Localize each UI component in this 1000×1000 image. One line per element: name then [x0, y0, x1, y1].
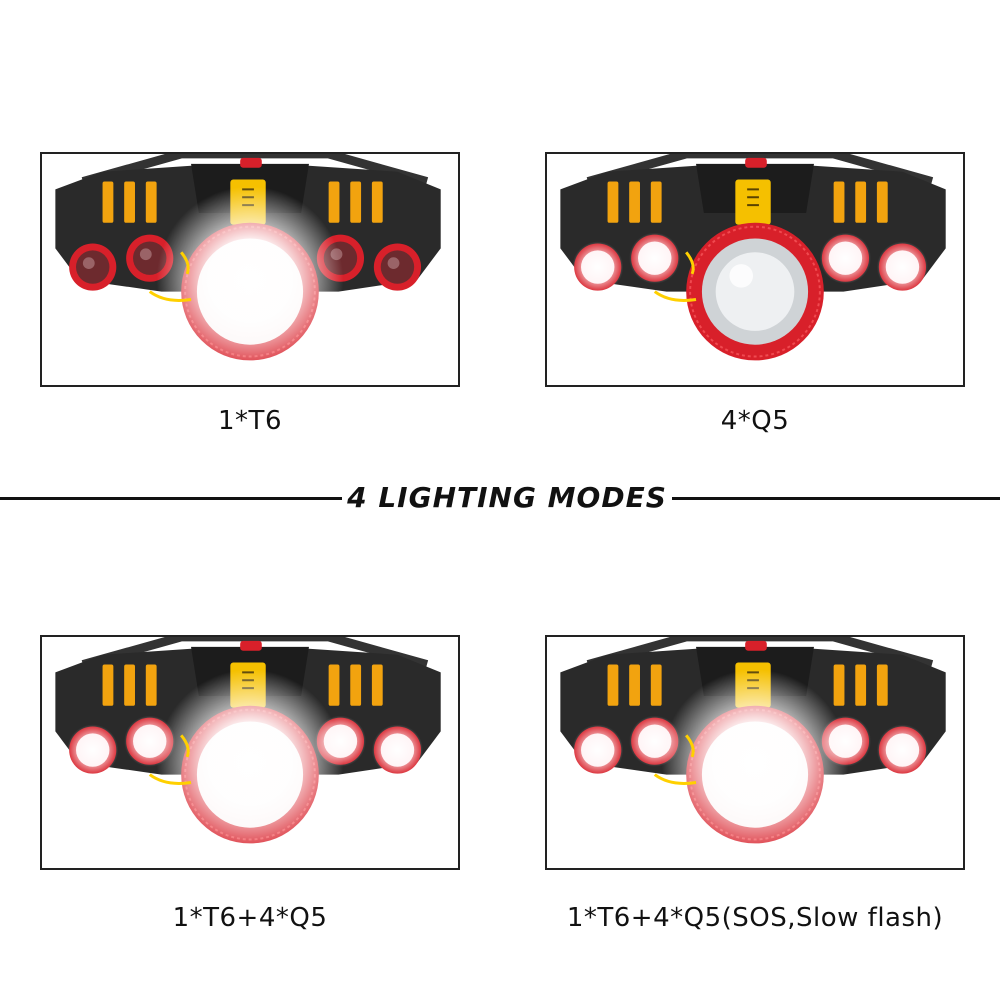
mode-caption-q5: 4*Q5 [720, 406, 790, 436]
rotate-arrow-icon [180, 734, 190, 758]
stripe-4 [328, 181, 340, 223]
stripe-6 [876, 664, 888, 706]
t6-main-lens [686, 222, 824, 361]
t6-main-lens [156, 669, 344, 857]
q5-led-3 [819, 232, 871, 284]
headlamp-illustration [560, 154, 946, 361]
divider-left [0, 497, 342, 500]
q5-led-1 [572, 724, 624, 776]
power-button [240, 640, 262, 651]
q5-led-2 [629, 232, 681, 284]
mode-caption-t6-q5: 1*T6+4*Q5 [172, 903, 328, 933]
t6-main-lens [156, 186, 344, 374]
head-strap [586, 637, 934, 669]
stripe-1 [102, 181, 114, 223]
q5-led-4 [373, 243, 422, 291]
stripe-2 [629, 181, 640, 223]
stripe-5 [855, 664, 867, 706]
headlamp-illustration [55, 637, 441, 857]
stripe-1 [607, 664, 619, 706]
stripe-2 [629, 664, 640, 706]
stripe-1 [607, 181, 619, 223]
stripe-3 [650, 664, 662, 706]
q5-led-2 [124, 715, 176, 767]
stripe-4 [833, 664, 845, 706]
q5-led-4 [876, 241, 929, 293]
mode-photo-t6-q5 [40, 635, 460, 870]
headlamp-illustration [55, 154, 441, 374]
q5-led-1 [67, 724, 119, 776]
power-button [240, 157, 262, 168]
stripe-6 [876, 181, 888, 223]
power-button [745, 157, 767, 168]
stripe-6 [371, 664, 383, 706]
section-title: 4 LIGHTING MODES [347, 481, 667, 514]
head-strap [81, 154, 429, 186]
q5-led-1 [572, 241, 624, 293]
stripe-3 [145, 181, 157, 223]
stripe-2 [124, 664, 135, 706]
mode-caption-t6: 1*T6 [218, 406, 282, 436]
stripe-1 [102, 664, 114, 706]
mode-photo-q5 [545, 152, 965, 387]
stripe-5 [350, 181, 362, 223]
head-strap [586, 154, 934, 186]
rotate-arrow-icon [180, 251, 190, 275]
stripe-5 [855, 181, 867, 223]
power-button [745, 640, 767, 651]
stripe-3 [145, 664, 157, 706]
mode-photo-t6 [40, 152, 460, 387]
divider-right [672, 497, 1000, 500]
q5-led-4 [876, 724, 929, 776]
q5-led-4 [371, 724, 424, 776]
stripe-6 [371, 181, 383, 223]
stripe-5 [350, 664, 362, 706]
q5-led-1 [69, 243, 117, 291]
headlamp-illustration [560, 637, 946, 857]
rotate-arrow-icon [685, 734, 695, 758]
led-badge [735, 179, 771, 225]
rotate-arrow-icon [685, 251, 695, 275]
mode-photo-t6-q5-sos [545, 635, 965, 870]
mode-caption-t6-q5-sos: 1*T6+4*Q5(SOS,Slow flash) [566, 903, 944, 933]
stripe-3 [650, 181, 662, 223]
stripe-2 [124, 181, 135, 223]
t6-main-lens [661, 669, 849, 857]
head-strap [81, 637, 429, 669]
stripe-4 [833, 181, 845, 223]
stripe-4 [328, 664, 340, 706]
